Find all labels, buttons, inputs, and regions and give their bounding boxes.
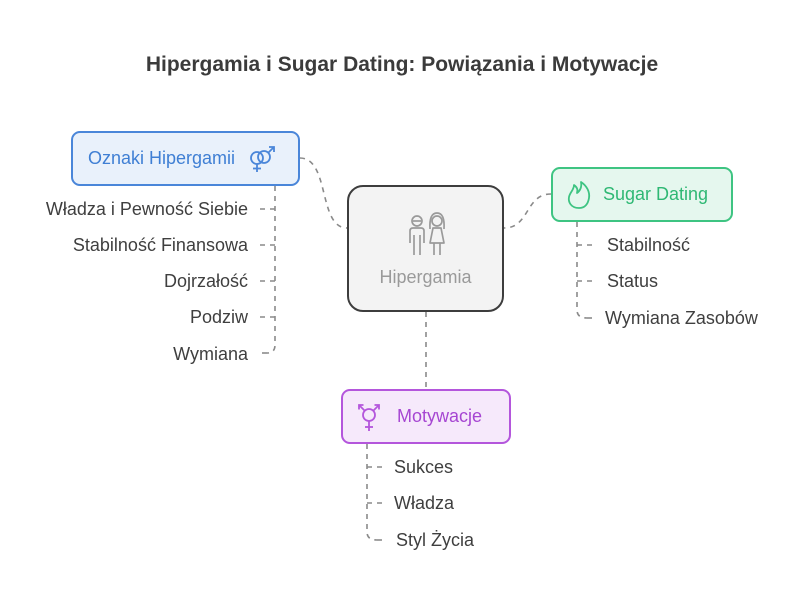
signs-item: Władza i Pewność Siebie	[45, 199, 248, 219]
hipergamia-node: Hipergamia	[347, 185, 504, 312]
sugar-dating-node: Sugar Dating	[551, 167, 733, 222]
motivations-label: Motywacje	[397, 406, 483, 426]
hipergamia-label: Hipergamia	[379, 267, 472, 287]
signs-item: Dojrzałość	[163, 271, 248, 291]
flame-icon	[565, 180, 593, 210]
couple-icon	[402, 209, 450, 257]
signs-item: Wymiana	[173, 344, 248, 364]
sugar-dating-label: Sugar Dating	[603, 184, 709, 204]
signs-item: Stabilność Finansowa	[72, 235, 248, 255]
signs-node: Oznaki Hipergamii	[71, 131, 300, 186]
sugar-item: Stabilność	[607, 235, 691, 255]
diagram-title: Hipergamia i Sugar Dating: Powiązania i …	[145, 53, 659, 76]
sugar-item: Status	[607, 271, 659, 291]
sugar-item: Wymiana Zasobów	[605, 308, 758, 328]
motivations-item: Styl Życia	[396, 530, 475, 550]
motivations-node: Motywacje	[341, 389, 511, 444]
gender-symbols-icon	[247, 144, 277, 174]
transgender-symbol-icon	[355, 401, 383, 433]
signs-item: Podziw	[189, 307, 248, 327]
signs-label: Oznaki Hipergamii	[88, 148, 236, 168]
motivations-item: Sukces	[394, 457, 454, 477]
motivations-item: Władza	[394, 493, 455, 513]
